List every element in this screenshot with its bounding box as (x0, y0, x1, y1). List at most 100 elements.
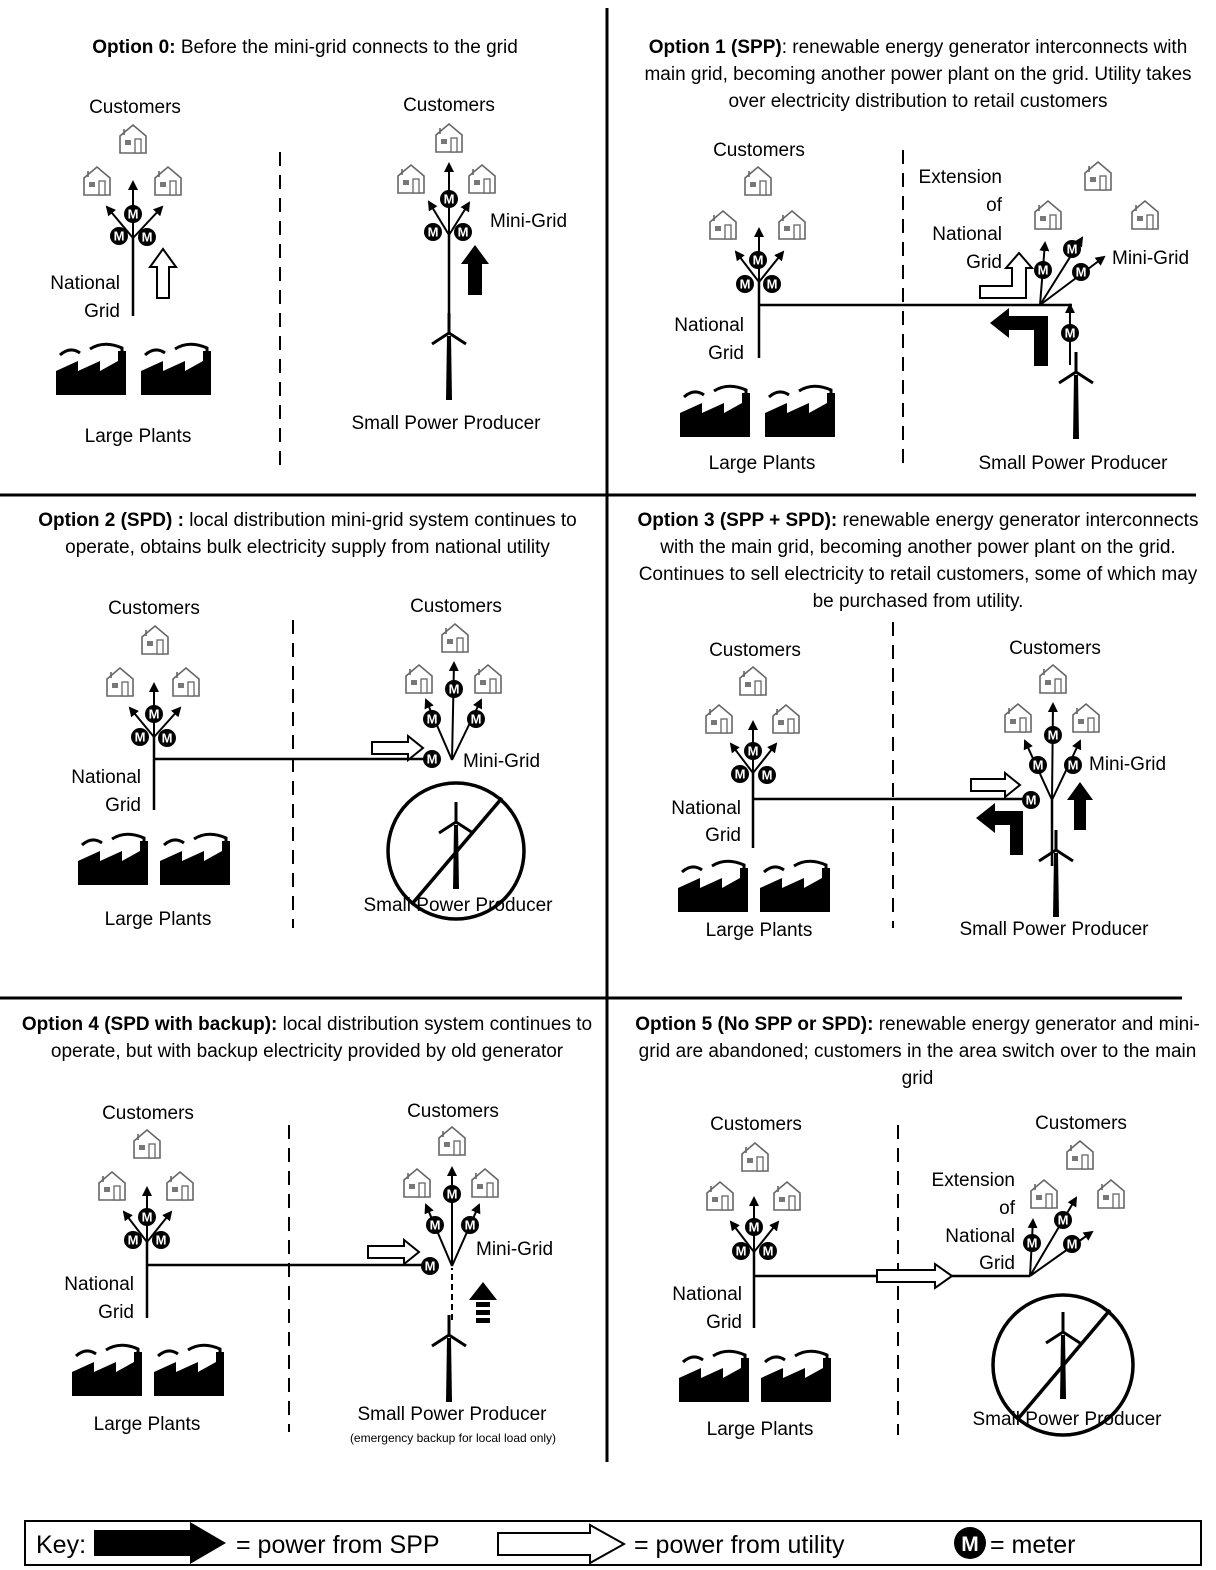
feeder-line (128, 706, 155, 738)
meter-icon: M (749, 251, 767, 269)
wind-turbine-icon (431, 313, 467, 400)
svg-text:M: M (1026, 793, 1037, 808)
feeder-line (424, 698, 453, 761)
utility-power-arrow (979, 251, 1035, 299)
meter-icon: M (423, 750, 441, 768)
feeder-line (122, 1210, 148, 1243)
factory-icon (765, 384, 835, 437)
house-icon (141, 624, 169, 655)
extension-label: Extension (919, 167, 1002, 188)
small-power-producer-label: Small Power Producer (959, 919, 1149, 940)
factory-icon (680, 384, 750, 437)
house-icon (772, 703, 800, 734)
meter-icon: M (1054, 1211, 1072, 1229)
key-utility-text: = power from utility (634, 1531, 845, 1559)
spp-power-arrow (461, 245, 489, 295)
caption-option-5: Option 5 (No SPP or SPD): renewable ener… (635, 1014, 1200, 1089)
key-spp-text: = power from SPP (236, 1531, 440, 1559)
svg-text:M: M (762, 768, 773, 783)
wind-turbine-icon (1045, 1312, 1081, 1399)
meter-icon: M (421, 1257, 439, 1275)
feeder-line (758, 250, 785, 283)
extension-label: Grid (966, 252, 1002, 273)
national-grid-label: Grid (705, 825, 741, 846)
house-icon (773, 1180, 801, 1211)
meter-icon: M (131, 728, 149, 746)
customers-label: Customers (102, 1103, 194, 1124)
house-icon (709, 209, 737, 240)
meter-icon: M (1034, 261, 1052, 279)
svg-text:M: M (425, 1259, 436, 1274)
house-icon (441, 622, 469, 653)
svg-text:M: M (748, 744, 759, 759)
factory-icon (56, 342, 126, 395)
meter-icon: M (461, 1216, 479, 1234)
customers-label: Customers (89, 97, 181, 118)
svg-text:M: M (1068, 758, 1079, 773)
house-icon (741, 1141, 769, 1172)
meter-icon: M (124, 1231, 142, 1249)
extension-label: National (932, 224, 1002, 245)
feeder-line (427, 200, 450, 236)
wind-turbine-icon (431, 1315, 467, 1402)
utility-power-arrow (876, 1262, 954, 1290)
large-plants-label: Large Plants (706, 920, 813, 941)
meter-icon: M (1072, 263, 1090, 281)
meter-icon: M (158, 729, 176, 747)
house-icon (106, 666, 134, 697)
house-icon (438, 1125, 466, 1156)
meter-icon: M (758, 766, 776, 784)
caption-option-2: Option 2 (SPD) : local distribution mini… (38, 510, 577, 558)
svg-text:M: M (156, 1233, 167, 1248)
house-icon (706, 1180, 734, 1211)
meter-icon: M (763, 275, 781, 293)
house-icon (397, 163, 425, 194)
meter-icon: M (744, 742, 762, 760)
minigrid-label: Mini-Grid (463, 751, 540, 772)
small-power-producer-label: Small Power Producer (978, 453, 1168, 474)
feeder-line (451, 1203, 481, 1267)
meter-icon: M (732, 1242, 750, 1260)
utility-power-arrow (367, 1237, 421, 1267)
national-grid-label: Grid (708, 343, 744, 364)
svg-text:M: M (753, 253, 764, 268)
meter-icon: M (426, 1216, 444, 1234)
factory-icon (78, 832, 148, 885)
meter-icon: M (443, 1185, 461, 1203)
meter-icon: M (745, 1218, 763, 1236)
customers-label: Customers (403, 95, 495, 116)
svg-text:M: M (447, 1187, 458, 1202)
meter-icon: M (445, 680, 463, 698)
option-5-diagram: M M M Customers National Grid Large Plan… (672, 1113, 1162, 1440)
national-grid-label: National (674, 315, 744, 336)
large-plants-label: Large Plants (94, 1414, 201, 1435)
customers-label: Customers (1009, 638, 1101, 659)
feeder-line (132, 205, 164, 239)
svg-text:M: M (1058, 1213, 1069, 1228)
svg-text:M: M (1038, 263, 1049, 278)
house-icon (474, 663, 502, 694)
svg-text:M: M (740, 277, 751, 292)
meter-icon: M (759, 1242, 777, 1260)
small-power-producer-label: Small Power Producer (351, 413, 541, 434)
utility-power-arrow (371, 733, 425, 763)
key-meter-icon (954, 1527, 986, 1559)
house-icon (119, 123, 147, 154)
house-icon (1084, 160, 1112, 191)
caption-option-4: Option 4 (SPD with backup): local distri… (21, 1014, 593, 1062)
large-plants-label: Large Plants (707, 1419, 814, 1440)
extension-label: of (999, 1198, 1016, 1219)
wind-turbine-icon (1038, 830, 1074, 917)
house-icon (1066, 1139, 1094, 1170)
meter-icon: M (440, 190, 458, 208)
national-grid-label: Grid (706, 1312, 742, 1333)
feeder-line (753, 1220, 780, 1253)
key-meter-text: = meter (990, 1531, 1075, 1559)
house-icon (403, 1167, 431, 1198)
key-legend: Key: = power from SPP = power from utili… (24, 1520, 1202, 1566)
svg-text:M: M (735, 767, 746, 782)
option-3-diagram: M M M Customers National Grid Large Plan… (671, 638, 1166, 941)
meter-icon: M (1063, 240, 1081, 258)
caption-option-3: Option 3 (SPP + SPD): renewable energy g… (637, 510, 1199, 612)
national-grid-label: National (50, 273, 120, 294)
